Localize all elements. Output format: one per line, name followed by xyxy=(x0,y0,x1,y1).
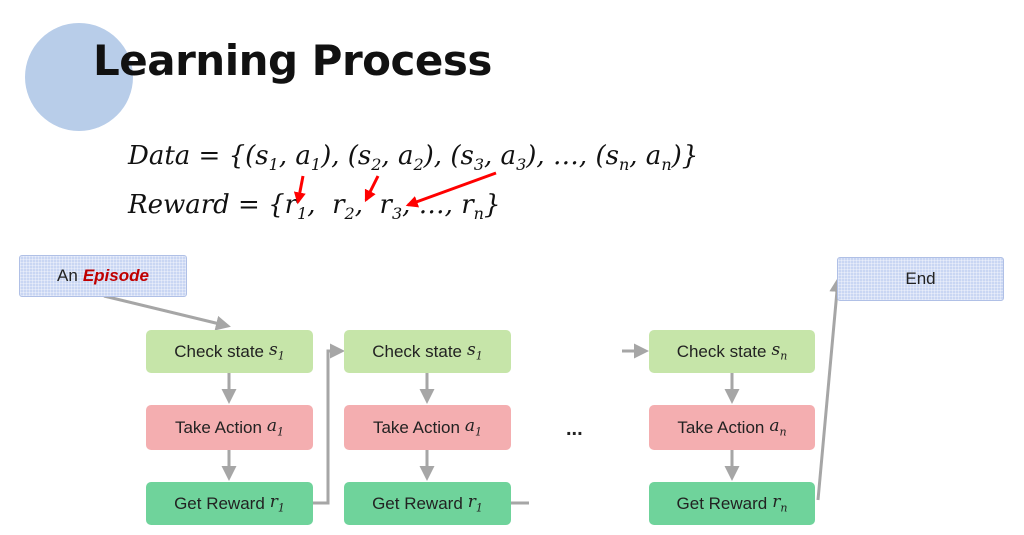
pointer-arrow-r3 xyxy=(405,171,497,208)
end-label: End xyxy=(905,269,936,288)
episode-label-highlight: Episode xyxy=(82,266,149,285)
pointer-arrow-r2 xyxy=(364,175,380,203)
episode-arrow xyxy=(103,294,231,331)
end-box: End xyxy=(837,257,1004,301)
pointer-arrow-r1 xyxy=(293,175,306,205)
ellipsis: ... xyxy=(566,418,583,440)
episode-label-prefix: An xyxy=(57,266,78,285)
title-decoration-circle xyxy=(25,23,133,131)
page-title: Learning Process xyxy=(93,36,492,85)
reward-formula: Reward = {r1, r2, r3, …, rn} xyxy=(128,190,501,224)
col1-to-col2-arrow xyxy=(313,343,345,505)
data-formula: Data = {(s1, a1), (s2, a2), (s3, a3), …,… xyxy=(128,141,699,175)
to-end-arrow xyxy=(816,277,845,501)
